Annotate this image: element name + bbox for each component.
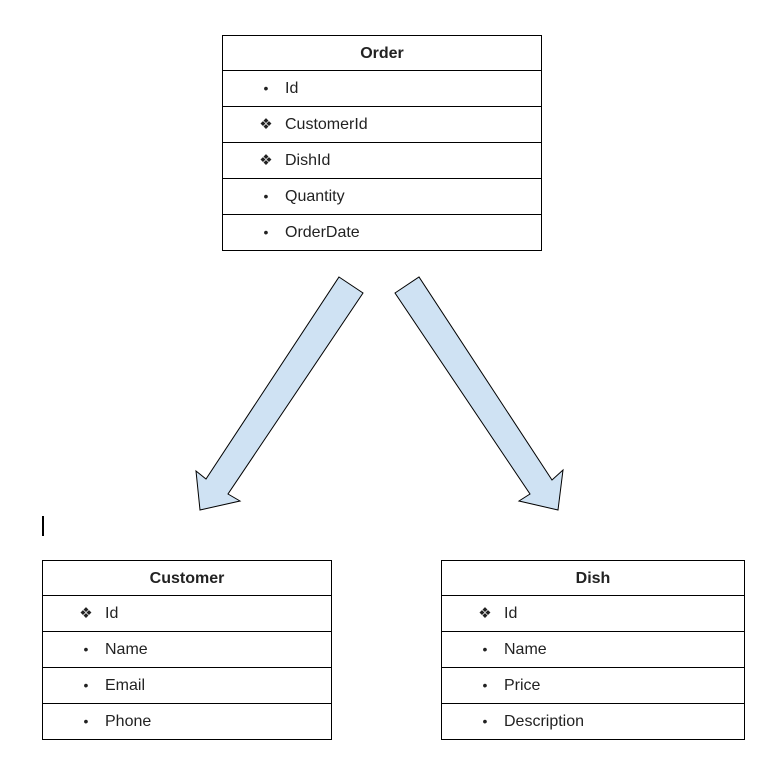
order-field-row: ❖ CustomerId [223,107,541,143]
arrow-order-to-dish [394,276,564,511]
order-field-row: • Id [223,71,541,107]
customer-field-row: ❖ Id [43,596,331,632]
dish-field-row: ❖ Id [442,596,744,632]
field-label: Id [105,605,119,622]
bullet-icon: • [263,80,269,96]
field-label: Price [504,677,541,694]
text-cursor [42,516,44,536]
customer-field-row: • Email [43,668,331,704]
dish-entity-title: Dish [442,561,744,596]
order-field-row: ❖ DishId [223,143,541,179]
field-label: Phone [105,713,152,730]
dish-entity: Dish ❖ Id • Name • Price • Description [441,560,745,740]
field-label: Id [285,80,299,97]
bullet-icon: • [482,677,488,693]
order-entity: Order • Id ❖ CustomerId ❖ DishId • Quant… [222,35,542,251]
bullet-icon: • [263,224,269,240]
bullet-icon: • [83,713,89,729]
field-label: DishId [285,152,331,169]
diamond-icon: ❖ [259,152,273,169]
order-entity-title: Order [223,36,541,71]
bullet-icon: • [482,641,488,657]
order-field-row: • Quantity [223,179,541,215]
bullet-icon: • [482,713,488,729]
field-label: CustomerId [285,116,368,133]
customer-field-row: • Name [43,632,331,668]
field-label: Description [504,713,585,730]
diamond-icon: ❖ [259,116,273,133]
field-label: Name [105,641,148,658]
field-label: Quantity [285,188,345,205]
bullet-icon: • [263,188,269,204]
bullet-icon: • [83,641,89,657]
field-label: OrderDate [285,224,360,241]
dish-field-row: • Name [442,632,744,668]
dish-field-row: • Price [442,668,744,704]
customer-field-row: • Phone [43,704,331,740]
customer-entity: Customer ❖ Id • Name • Email • Phone [42,560,332,740]
diamond-icon: ❖ [478,605,492,622]
order-field-row: • OrderDate [223,215,541,251]
field-label: Email [105,677,146,694]
arrow-order-to-customer [195,276,364,511]
diamond-icon: ❖ [79,605,93,622]
dish-field-row: • Description [442,704,744,740]
bullet-icon: • [83,677,89,693]
field-label: Id [504,605,518,622]
customer-entity-title: Customer [43,561,331,596]
field-label: Name [504,641,547,658]
